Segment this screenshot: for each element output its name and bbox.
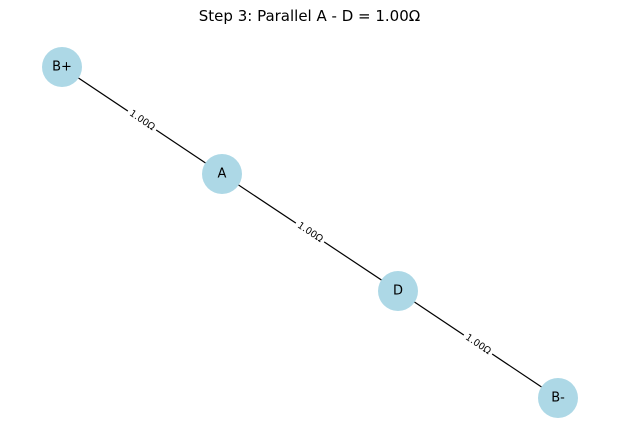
- node-circle-d: [378, 271, 418, 311]
- node-circle-a: [202, 154, 242, 194]
- edge-label-background: [292, 218, 328, 247]
- node-label-d: D: [393, 284, 403, 299]
- node-circle-bplus: [42, 47, 82, 87]
- node-label-a: A: [218, 167, 227, 182]
- node-bplus: B+: [42, 47, 82, 87]
- edge-labels-layer: 1.00Ω 1.00Ω 1.00Ω: [124, 106, 496, 359]
- node-circle-bminus: [538, 378, 578, 418]
- edge-label-group-bplus-a: 1.00Ω: [124, 106, 160, 135]
- edge-label-group-a-d: 1.00Ω: [292, 218, 328, 247]
- nodes-layer: B+ A D B-: [42, 47, 578, 418]
- node-d: D: [378, 271, 418, 311]
- diagram-title: Step 3: Parallel A - D = 1.00Ω: [198, 7, 421, 25]
- node-a: A: [202, 154, 242, 194]
- edge-label-background: [124, 106, 160, 135]
- edge-label-group-d-bminus: 1.00Ω: [460, 330, 496, 359]
- node-label-bminus: B-: [551, 391, 565, 406]
- edge-label-background: [460, 330, 496, 359]
- node-label-bplus: B+: [52, 60, 72, 75]
- node-bminus: B-: [538, 378, 578, 418]
